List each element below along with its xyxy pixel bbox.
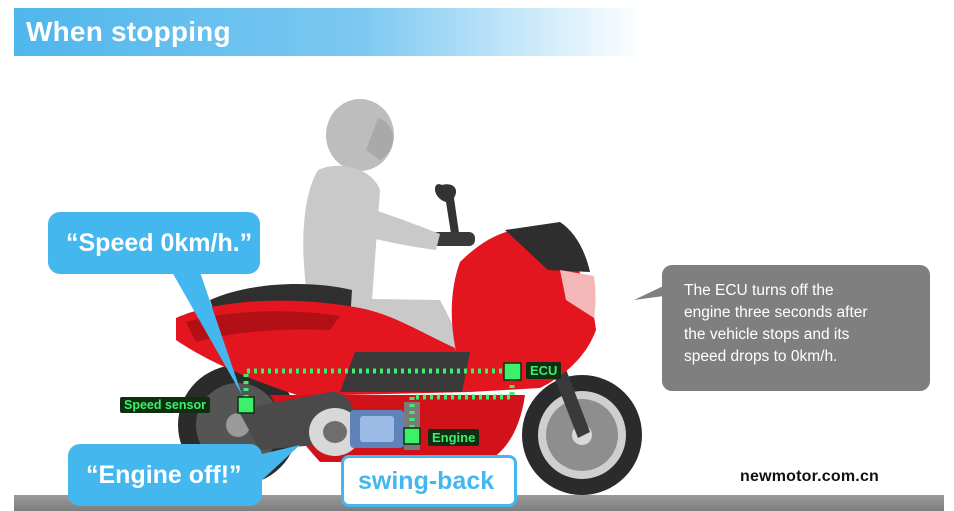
signal-lines bbox=[243, 368, 515, 436]
watermark: newmotor.com.cn bbox=[740, 468, 880, 485]
speed-bubble-pointer bbox=[172, 272, 242, 395]
engine-unit bbox=[238, 391, 420, 456]
engine-label: Engine bbox=[428, 429, 480, 446]
engine-node bbox=[403, 427, 421, 445]
title-bar: When stopping bbox=[14, 8, 644, 56]
speed-sensor-label: Speed sensor bbox=[120, 397, 210, 413]
ecu-node bbox=[503, 362, 522, 381]
page-title: When stopping bbox=[26, 16, 231, 47]
speed-bubble: “Speed 0km/h.” bbox=[48, 212, 260, 274]
ecu-info-box: The ECU turns off the engine three secon… bbox=[662, 265, 930, 391]
info-line: engine three seconds after bbox=[684, 304, 868, 321]
info-line: the vehicle stops and its bbox=[684, 326, 850, 343]
swing-back-label: swing-back bbox=[341, 455, 517, 507]
speed-sensor-node bbox=[237, 396, 255, 414]
info-line: speed drops to 0km/h. bbox=[684, 348, 838, 365]
info-line: The ECU turns off the bbox=[684, 282, 834, 299]
engine-off-bubble: “Engine off!” bbox=[68, 444, 262, 506]
ecu-label: ECU bbox=[526, 362, 562, 379]
